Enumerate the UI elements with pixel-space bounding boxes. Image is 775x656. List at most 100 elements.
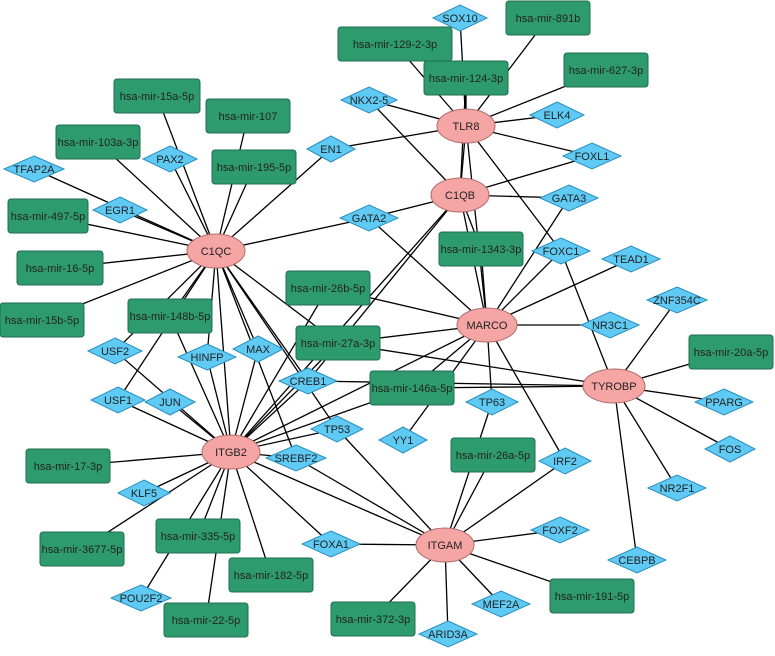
node-label: hsa-mir-22-5p — [172, 615, 240, 627]
node-label: MAX — [246, 344, 271, 356]
tf-node-nr3c1[interactable]: NR3C1 — [579, 311, 641, 339]
tf-node-creb1[interactable]: CREB1 — [277, 367, 339, 395]
mirna-node-hsa-mir-627-3p[interactable]: hsa-mir-627-3p — [563, 52, 649, 88]
tf-node-srebf2[interactable]: SREBF2 — [264, 444, 328, 472]
tf-node-arid3a[interactable]: ARID3A — [417, 620, 479, 648]
tf-node-sox10[interactable]: SOX10 — [431, 4, 489, 32]
tf-diamond — [86, 337, 144, 365]
mirna-node-hsa-mir-372-3p[interactable]: hsa-mir-372-3p — [330, 601, 416, 637]
mirna-rect — [163, 602, 249, 638]
tf-node-jun[interactable]: JUN — [143, 388, 197, 416]
tf-node-en1[interactable]: EN1 — [305, 135, 357, 163]
gene-node-tlr8[interactable]: TLR8 — [436, 108, 496, 144]
tf-node-pparg[interactable]: PPARG — [693, 388, 755, 416]
edge-marco-itgb2 — [230, 324, 488, 453]
edge-tyrobp-creb1 — [307, 380, 615, 387]
edge-marco-irf2 — [486, 324, 566, 462]
node-label: EGR1 — [105, 205, 135, 217]
mirna-node-hsa-mir-107[interactable]: hsa-mir-107 — [205, 98, 291, 134]
node-label: hsa-mir-16-5p — [26, 263, 94, 275]
node-label: hsa-mir-129-2-3p — [353, 39, 437, 51]
edge-tyrobp-cebpb — [613, 385, 638, 561]
mirna-rect — [228, 557, 314, 593]
mirna-node-hsa-mir-22-5p[interactable]: hsa-mir-22-5p — [163, 602, 249, 638]
tf-node-tp53[interactable]: TP53 — [309, 415, 365, 443]
tf-node-irf2[interactable]: IRF2 — [537, 447, 593, 475]
mirna-node-hsa-mir-1343-3p[interactable]: hsa-mir-1343-3p — [438, 231, 524, 267]
tf-node-usf2[interactable]: USF2 — [86, 337, 144, 365]
mirna-rect — [113, 78, 201, 114]
tf-diamond — [561, 142, 623, 170]
tf-diamond — [143, 388, 197, 416]
gene-node-c1qc[interactable]: C1QC — [186, 233, 246, 269]
mirna-node-hsa-mir-103a-3p[interactable]: hsa-mir-103a-3p — [55, 124, 141, 160]
gene-ellipse — [201, 434, 261, 470]
tf-node-pax2[interactable]: PAX2 — [141, 145, 199, 173]
gene-node-tyrobp[interactable]: TYROBP — [582, 368, 646, 404]
tf-diamond — [309, 415, 365, 443]
edge-tyrobp-foxc1 — [560, 250, 615, 387]
gene-node-itgam[interactable]: ITGAM — [415, 527, 475, 563]
tf-node-yy1[interactable]: YY1 — [377, 426, 429, 454]
mirna-node-hsa-mir-497-5p[interactable]: hsa-mir-497-5p — [7, 198, 89, 234]
node-label: hsa-mir-26a-5p — [456, 450, 531, 462]
mirna-node-hsa-mir-17-3p[interactable]: hsa-mir-17-3p — [25, 448, 111, 484]
tf-node-usf1[interactable]: USF1 — [89, 386, 147, 414]
tf-node-klf5[interactable]: KLF5 — [116, 479, 172, 507]
node-label: TP63 — [479, 397, 505, 409]
mirna-node-hsa-mir-16-5p[interactable]: hsa-mir-16-5p — [16, 250, 104, 286]
tf-node-nkx2-5[interactable]: NKX2-5 — [339, 86, 399, 114]
gene-ellipse — [582, 368, 646, 404]
node-label: NR3C1 — [592, 320, 628, 332]
tf-diamond — [645, 286, 709, 314]
mirna-node-hsa-mir-124-3p[interactable]: hsa-mir-124-3p — [423, 60, 509, 96]
mirna-node-hsa-mir-146a-5p[interactable]: hsa-mir-146a-5p — [369, 370, 455, 406]
node-label: JUN — [159, 397, 180, 409]
tf-node-cebpb[interactable]: CEBPB — [606, 546, 668, 574]
tf-node-hinfp[interactable]: HINFP — [176, 343, 238, 371]
tf-node-max[interactable]: MAX — [231, 335, 285, 363]
tf-node-egr1[interactable]: EGR1 — [91, 196, 149, 224]
tf-node-foxl1[interactable]: FOXL1 — [561, 142, 623, 170]
mirna-node-hsa-mir-148b-5p[interactable]: hsa-mir-148b-5p — [127, 298, 213, 334]
node-label: TEAD1 — [613, 254, 648, 266]
node-label: hsa-mir-1343-3p — [441, 244, 522, 256]
node-label: FOXF2 — [542, 525, 577, 537]
mirna-node-hsa-mir-26b-5p[interactable]: hsa-mir-26b-5p — [285, 270, 371, 306]
tf-node-tead1[interactable]: TEAD1 — [600, 245, 662, 273]
mirna-node-hsa-mir-20a-5p[interactable]: hsa-mir-20a-5p — [688, 334, 774, 370]
tf-node-foxa1[interactable]: FOXA1 — [300, 530, 362, 558]
tf-diamond — [470, 590, 532, 618]
edge-marco-tead1 — [486, 258, 632, 326]
mirna-node-hsa-mir-3677-5p[interactable]: hsa-mir-3677-5p — [39, 531, 125, 567]
tf-node-tfap2a[interactable]: TFAP2A — [2, 155, 66, 183]
mirna-node-hsa-mir-26a-5p[interactable]: hsa-mir-26a-5p — [450, 437, 536, 473]
tf-node-gata2[interactable]: GATA2 — [338, 204, 400, 232]
mirna-node-hsa-mir-182-5p[interactable]: hsa-mir-182-5p — [228, 557, 314, 593]
tf-node-pou2f2[interactable]: POU2F2 — [109, 584, 173, 612]
mirna-node-hsa-mir-27a-3p[interactable]: hsa-mir-27a-3p — [295, 325, 381, 361]
mirna-node-hsa-mir-191-5p[interactable]: hsa-mir-191-5p — [549, 578, 635, 614]
tf-node-foxc1[interactable]: FOXC1 — [530, 237, 592, 265]
tf-node-mef2a[interactable]: MEF2A — [470, 590, 532, 618]
mirna-node-hsa-mir-15a-5p[interactable]: hsa-mir-15a-5p — [113, 78, 201, 114]
gene-node-itgb2[interactable]: ITGB2 — [201, 434, 261, 470]
tf-diamond — [339, 86, 399, 114]
tf-node-elk4[interactable]: ELK4 — [528, 101, 586, 129]
gene-node-c1qb[interactable]: C1QB — [430, 177, 490, 213]
tf-node-tp63[interactable]: TP63 — [464, 388, 520, 416]
tf-node-foxf2[interactable]: FOXF2 — [529, 516, 591, 544]
mirna-node-hsa-mir-195-5p[interactable]: hsa-mir-195-5p — [211, 149, 297, 185]
mirna-node-hsa-mir-891b[interactable]: hsa-mir-891b — [505, 0, 591, 36]
tf-node-znf354c[interactable]: ZNF354C — [645, 286, 709, 314]
tf-node-fos[interactable]: FOS — [703, 435, 757, 463]
node-label: hsa-mir-124-3p — [429, 73, 504, 85]
tf-node-gata3[interactable]: GATA3 — [538, 184, 600, 212]
gene-node-marco[interactable]: MARCO — [456, 307, 518, 343]
mirna-node-hsa-mir-335-5p[interactable]: hsa-mir-335-5p — [155, 518, 241, 554]
node-label: hsa-mir-627-3p — [569, 65, 644, 77]
mirna-node-hsa-mir-15b-5p[interactable]: hsa-mir-15b-5p — [0, 302, 85, 338]
mirna-node-hsa-mir-129-2-3p[interactable]: hsa-mir-129-2-3p — [337, 26, 453, 62]
tf-node-nr2f1[interactable]: NR2F1 — [646, 474, 708, 502]
tf-diamond — [417, 620, 479, 648]
